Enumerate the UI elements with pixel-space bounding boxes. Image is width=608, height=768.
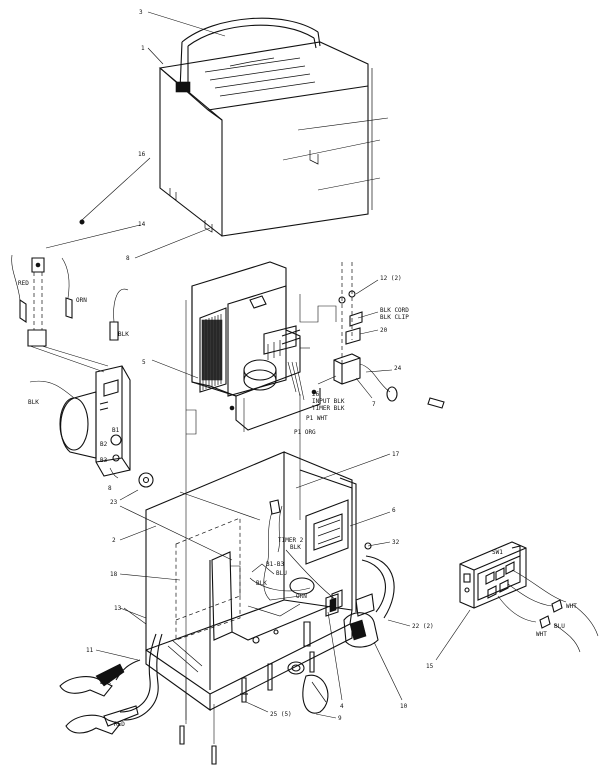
callout-p1-org: P1 ORG — [294, 429, 316, 436]
control-knob — [287, 661, 337, 719]
callout-7: 7 — [372, 401, 376, 408]
callout-blk-4: BLK — [256, 580, 267, 587]
callout-11: 11 — [86, 647, 94, 654]
callout-4: 4 — [340, 703, 344, 710]
callout-9: 9 — [338, 715, 342, 722]
callout-1: 1 — [141, 45, 145, 52]
callout-14: 14 — [138, 221, 146, 228]
callout-32: 32 — [392, 539, 400, 546]
transformer-assembly — [151, 261, 321, 720]
callout-blu: BLU — [276, 570, 287, 577]
callout-blk-3: BLK — [290, 544, 301, 551]
callout-b2: B2 — [100, 441, 108, 448]
callout-red-2: RED — [114, 721, 125, 728]
circuit-breaker-block — [435, 541, 599, 661]
callout-24: 24 — [394, 365, 402, 372]
callout-8-bottom: 8 — [108, 485, 112, 492]
timer-bracket-assembly — [29, 365, 131, 479]
callout-2: 2 — [112, 537, 116, 544]
callout-10: 10 — [400, 703, 408, 710]
callout-3: 3 — [139, 9, 143, 16]
callout-blk-5: BLK — [100, 679, 111, 686]
callout-6: 6 — [392, 507, 396, 514]
leader-lines-top — [45, 11, 226, 259]
callout-wht-2: WHT — [536, 631, 547, 638]
alignment-zigzag — [186, 294, 337, 435]
callout-b3: B3 — [100, 457, 108, 464]
ac-power-cord — [303, 542, 411, 701]
callout-23: 23 — [110, 499, 118, 506]
callout-blk-2: BLK — [28, 399, 39, 406]
base-chassis — [119, 451, 391, 712]
callout-8-top: 8 — [126, 255, 130, 262]
callout-sw1: SW1 — [492, 549, 503, 556]
callout-input-blk: INPUT BLK — [312, 398, 345, 405]
left-wiring-harness — [11, 254, 129, 373]
right-hardware-column — [317, 262, 445, 409]
callout-red: RED — [18, 280, 29, 287]
callout-18: 18 — [110, 571, 118, 578]
carry-handle — [175, 17, 321, 93]
switch-block — [325, 593, 343, 701]
callout-blk-1: BLK — [118, 331, 129, 338]
callout-blk-cord: BLK CORD — [380, 307, 409, 314]
callout-17: 17 — [392, 451, 400, 458]
callout-orn: ORN — [76, 297, 87, 304]
callout-5: 5 — [142, 359, 146, 366]
callout-labels: 3 1 16 14 8 12 (2) BLK CORD BLK CLIP 20 … — [18, 9, 577, 728]
callout-wht: WHT — [566, 603, 577, 610]
callout-15: 15 — [426, 663, 434, 670]
callout-13: 13 — [114, 605, 122, 612]
washer — [119, 472, 154, 501]
callout-25: 25 (5) — [270, 711, 292, 718]
cover-housing — [158, 41, 389, 237]
callout-timer-2: TIMER 2 — [278, 537, 304, 544]
battery-clamps-cable — [59, 607, 163, 735]
callout-blk-clip: BLK CLIP — [380, 314, 409, 321]
callout-26: 26 — [312, 391, 320, 398]
callout-16: 16 — [138, 151, 146, 158]
callout-20: 20 — [380, 327, 388, 334]
callout-22: 22 (2) — [412, 623, 434, 630]
callout-timer-blk: TIMER BLK — [312, 405, 345, 412]
callout-p1-wht: P1 WHT — [306, 415, 328, 422]
callout-12: 12 (2) — [380, 275, 402, 282]
callout-b1-b3: B1-B3 — [266, 561, 284, 568]
callout-blu-2: BLU — [554, 623, 565, 630]
callout-b1: B1 — [112, 427, 120, 434]
callout-orn-2: ORN — [296, 593, 307, 600]
screws — [179, 663, 273, 765]
